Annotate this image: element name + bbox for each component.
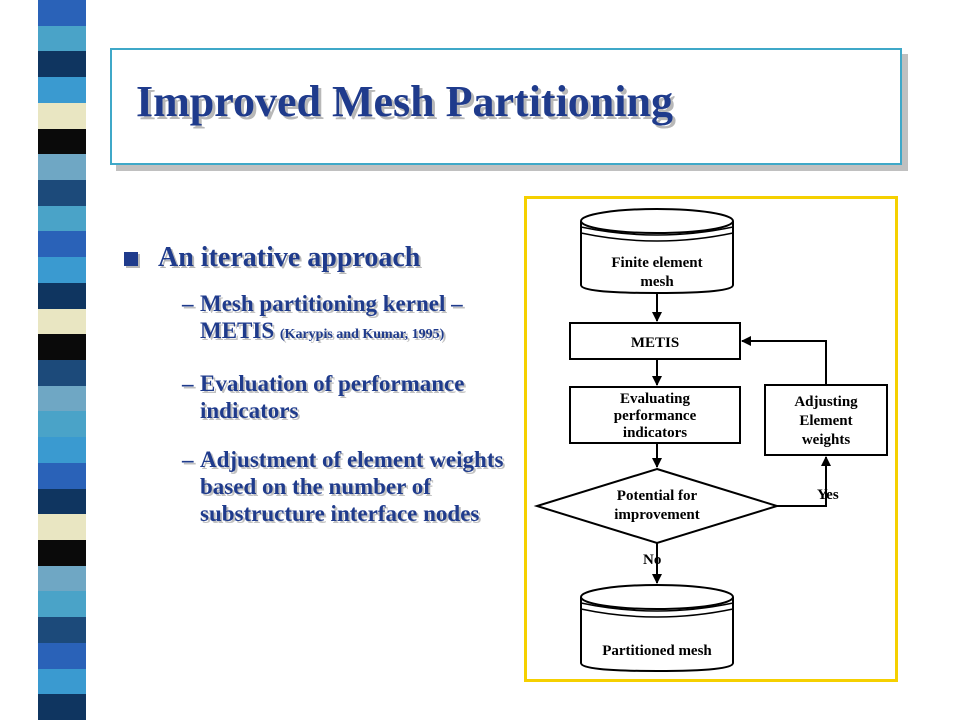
metis-box xyxy=(569,322,741,360)
stripe-column xyxy=(38,0,86,720)
yes-label: Yes xyxy=(817,487,839,503)
stripe-segment xyxy=(38,540,86,567)
bullet-list: An iterative approach – Mesh partitionin… xyxy=(120,238,520,549)
citation-text: (Karypis and Kumar, 1995) xyxy=(279,327,445,342)
stripe-segment xyxy=(38,565,86,592)
flowchart-frame: Finite element mesh METIS Evaluating per… xyxy=(524,196,898,682)
stripe-segment xyxy=(38,51,86,78)
eval-line3: indicators xyxy=(623,425,687,441)
stripe-segment xyxy=(38,514,86,541)
stripe-segment xyxy=(38,385,86,412)
decorative-stripe-bar xyxy=(0,0,110,720)
arrow-decision-yes xyxy=(777,456,831,507)
stripe-segment xyxy=(38,205,86,232)
adjust-line2: Element xyxy=(799,413,852,429)
stripe-segment xyxy=(38,154,86,181)
end-db-label: Partitioned mesh xyxy=(602,643,712,659)
stripe-segment xyxy=(38,308,86,335)
stripe-segment xyxy=(38,25,86,52)
stripe-segment xyxy=(38,360,86,387)
stripe-segment xyxy=(38,334,86,361)
decision-line1: Potential for xyxy=(617,488,698,504)
end-database-shape: Partitioned mesh xyxy=(580,584,734,673)
eval-line1: Evaluating xyxy=(620,391,691,407)
stripe-segment xyxy=(38,437,86,464)
sub-bullet-text: Adjustment of element weights based on t… xyxy=(200,447,504,526)
stripe-segment xyxy=(38,282,86,310)
main-bullet-text: An iterative approach xyxy=(158,242,421,273)
flowchart-diagram: Finite element mesh METIS Evaluating per… xyxy=(533,208,888,673)
arrow-adjust-to-metis xyxy=(741,336,827,385)
decision-line2: improvement xyxy=(614,507,700,523)
adjust-line3: weights xyxy=(802,432,850,448)
stripe-segment xyxy=(38,488,86,515)
start-db-line1: Finite element xyxy=(611,255,702,271)
stripe-segment xyxy=(38,694,86,720)
no-label: No xyxy=(643,552,661,568)
sub-bullet-item: – Mesh partitioning kernel – METIS (Kary… xyxy=(120,290,520,348)
stripe-segment xyxy=(38,668,86,695)
sub-bullet-text: Mesh partitioning kernel – METIS xyxy=(200,291,463,343)
decision-diamond xyxy=(533,467,781,545)
stripe-segment xyxy=(38,180,86,207)
eval-line2: performance xyxy=(614,408,697,424)
stripe-segment xyxy=(38,257,86,284)
adjust-line1: Adjusting xyxy=(794,394,858,410)
dash-icon: – xyxy=(182,291,194,316)
sub-bullet-list: – Mesh partitioning kernel – METIS (Kary… xyxy=(120,290,520,527)
dash-icon: – xyxy=(182,371,194,396)
evaluating-box xyxy=(569,386,741,444)
sub-bullet-item: – Adjustment of element weights based on… xyxy=(120,446,520,527)
sub-bullet-item: – Evaluation of performance indicators xyxy=(120,370,520,424)
square-bullet-icon xyxy=(124,252,138,266)
main-bullet: An iterative approach xyxy=(120,238,520,278)
title-box: Improved Mesh Partitioning xyxy=(110,48,902,165)
stripe-segment xyxy=(38,128,86,155)
metis-label: METIS xyxy=(631,335,679,351)
stripe-segment xyxy=(38,0,86,27)
start-db-line2: mesh xyxy=(640,274,674,290)
stripe-segment xyxy=(38,617,86,644)
stripe-segment xyxy=(38,102,86,130)
stripe-segment xyxy=(38,591,86,618)
start-database-shape: Finite element mesh xyxy=(580,208,734,295)
stripe-segment xyxy=(38,231,86,258)
sub-bullet-text: Evaluation of performance indicators xyxy=(200,371,465,423)
dash-icon: – xyxy=(182,447,194,472)
stripe-segment xyxy=(38,77,86,104)
stripe-segment xyxy=(38,462,86,490)
stripe-segment xyxy=(38,642,86,670)
stripe-segment xyxy=(38,411,86,438)
slide-title: Improved Mesh Partitioning xyxy=(136,77,673,126)
